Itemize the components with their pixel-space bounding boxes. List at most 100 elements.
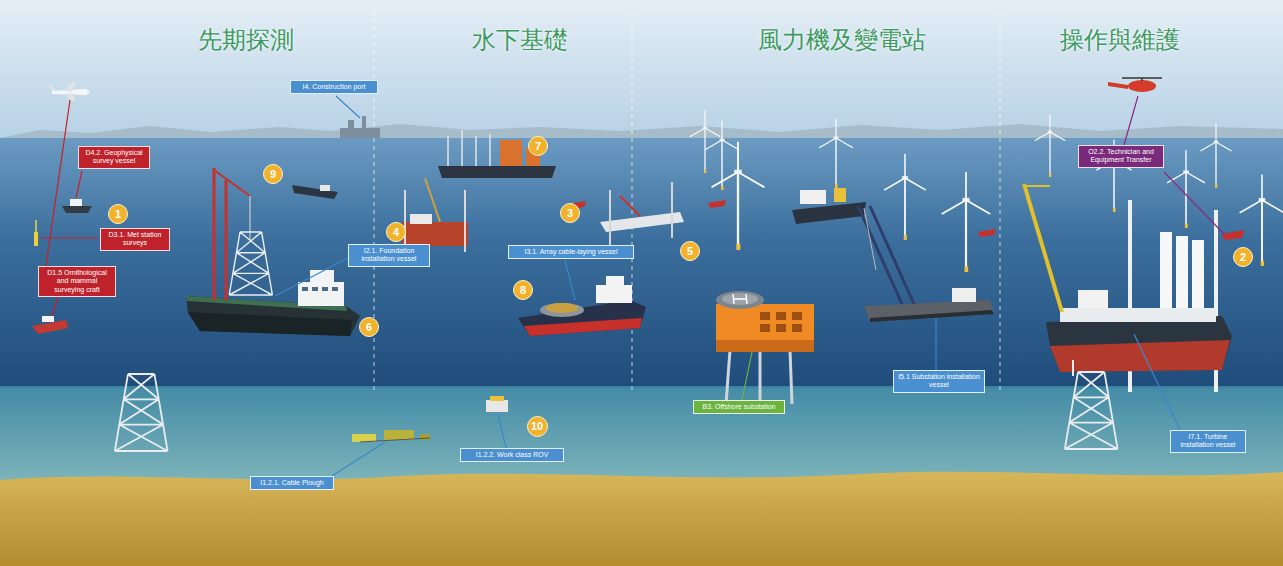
callout-label: I1.2.2. Work class ROV [464, 451, 560, 459]
wind-turbines [690, 111, 720, 173]
leader-lines [46, 100, 70, 266]
callout-number-text: 1 [115, 208, 121, 220]
leader-lines [498, 414, 506, 448]
turbine-installation-vessel [1192, 240, 1204, 308]
cable-laying-vessel [518, 300, 646, 336]
callout-label: I1.2.1. Cable Plough [254, 479, 330, 487]
subsea-equipment [490, 396, 504, 401]
callout-box: B3. Offshore substation [693, 400, 785, 414]
aircraft [48, 82, 76, 101]
leader-lines [1164, 172, 1224, 234]
cable-laying-vessel [518, 276, 646, 336]
offshore-substation [776, 324, 786, 332]
callout-number-text: 5 [687, 245, 693, 257]
jackup-vessel [610, 182, 672, 245]
section-divider [631, 10, 632, 390]
substation-installation-vessel [870, 310, 994, 322]
foundation-installation-vessel [302, 287, 338, 291]
offshore-substation [760, 312, 802, 332]
aircraft [1128, 80, 1156, 92]
small-boats [32, 320, 68, 334]
callout-label: I3.1. Array cable-laying vessel [512, 248, 630, 256]
offshore-substation [716, 291, 814, 408]
leader-lines [742, 352, 752, 400]
aircraft [48, 78, 1162, 101]
foundation-installation-vessel [225, 180, 228, 300]
foundation-installation-vessel [188, 312, 352, 336]
section-divider [374, 10, 1000, 390]
leader-lines [336, 96, 360, 118]
phase-heading: 先期探測 [198, 24, 294, 56]
installation-barge [438, 166, 556, 178]
foundations [1072, 360, 1074, 376]
foundation-installation-vessel [186, 168, 360, 336]
foundation-installation-vessel [298, 282, 344, 306]
installation-barge [438, 130, 556, 178]
substation-installation-vessel [870, 206, 914, 304]
leader-lines [40, 237, 98, 238]
wind-turbines [885, 154, 926, 240]
foundations [115, 360, 1118, 451]
leader-lines [76, 171, 82, 198]
offshore-substation [776, 312, 786, 320]
callout-number: 10 [527, 416, 548, 437]
turbine-installation-vessel [1160, 232, 1204, 308]
callout-box: I4. Construction port [290, 80, 378, 94]
substation-installation-vessel [858, 206, 994, 322]
callout-box: I3.1. Array cable-laying vessel [508, 245, 634, 259]
jackup-rig [405, 190, 465, 252]
wind-turbines [942, 173, 990, 272]
wind-turbines [1168, 151, 1205, 228]
callout-label: I2.1. Foundation installation vessel [352, 247, 426, 264]
turbine-installation-vessel [1024, 184, 1232, 392]
sea [0, 472, 1283, 566]
callout-box: I5.1 Substation installation vessel [893, 370, 985, 393]
callout-box: D4.2. Geophysical survey vessel [78, 146, 150, 169]
callout-number-text: 6 [366, 321, 372, 333]
jackup-rig [464, 190, 466, 252]
leader-lines [275, 96, 1180, 476]
leader-lines [40, 96, 1224, 476]
callout-label: I4. Construction port [294, 83, 374, 91]
callout-box: I1.2.2. Work class ROV [460, 448, 564, 462]
sea [0, 138, 1283, 566]
callout-number-text: 10 [531, 420, 543, 432]
leader-lines [52, 296, 58, 316]
jackup-rig [402, 222, 468, 246]
aircraft [1108, 80, 1156, 92]
foundation-installation-vessel [332, 287, 338, 291]
construction-port [362, 116, 366, 128]
substation-installation-vessel [858, 206, 914, 304]
callout-label: I5.1 Substation installation vessel [897, 373, 981, 390]
small-boats [34, 232, 38, 246]
callout-number: 8 [513, 280, 533, 300]
turbine-installation-vessel [1024, 184, 1062, 312]
offshore-substation [760, 324, 770, 332]
jackup-vessel [600, 182, 684, 245]
callout-box: D1.5 Ornithological and mammal surveying… [38, 266, 116, 297]
callout-number: 5 [680, 241, 700, 261]
foundation-installation-vessel [302, 287, 308, 291]
installation-barge [475, 136, 477, 166]
substation-installation-vessel [864, 300, 994, 322]
wind-turbines [1035, 115, 1065, 177]
offshore-substation [726, 350, 730, 404]
substation-installation-vessel [952, 288, 976, 302]
leader-lines [565, 260, 575, 300]
construction-port [340, 128, 380, 138]
small-boats [62, 206, 92, 213]
offshore-substation [792, 312, 802, 320]
callout-number-text: 3 [567, 207, 573, 219]
offshore-substation [716, 291, 764, 309]
callout-number: 6 [359, 317, 379, 337]
small-boats [35, 220, 37, 232]
subsea-equipment [384, 430, 414, 440]
callout-number: 7 [528, 136, 548, 156]
turbine-installation-vessel [1176, 236, 1188, 308]
callout-box: D3.1. Met station surveys [100, 228, 170, 251]
foundation-installation-vessel [214, 168, 226, 300]
callout-box: I1.2.1. Cable Plough [250, 476, 334, 490]
phase-heading: 操作與維護 [1060, 24, 1180, 56]
cable-laying-vessel [524, 318, 642, 336]
small-boats [320, 185, 330, 191]
